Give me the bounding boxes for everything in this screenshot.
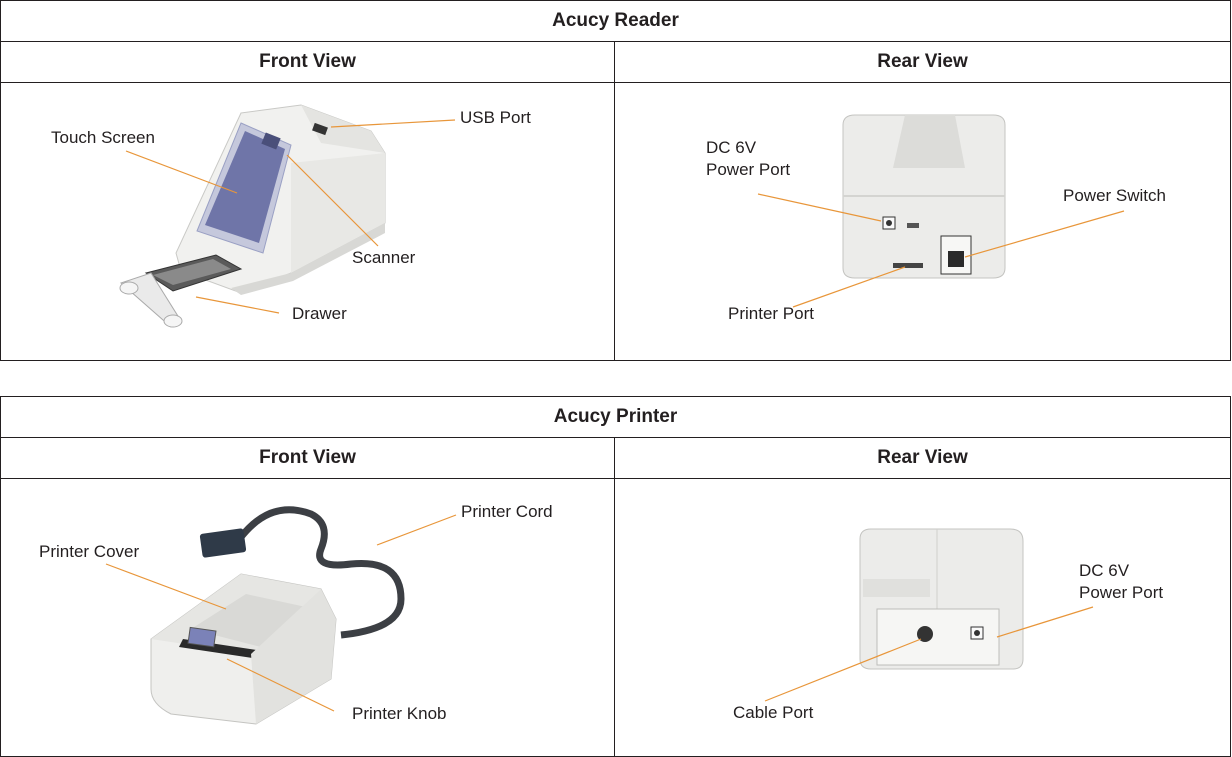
cable-port-label: Cable Port bbox=[733, 703, 814, 722]
printer-front-heading: Front View bbox=[1, 438, 615, 478]
printer-cover-label: Printer Cover bbox=[39, 542, 139, 561]
printer-rear-illustration: DC 6V Power Port Cable Port bbox=[733, 528, 1163, 722]
cable-port-leader bbox=[764, 638, 922, 702]
printer-front-panel: Printer Cord Printer Cover Printer Knob bbox=[1, 479, 615, 756]
touch-screen bbox=[205, 131, 285, 243]
touch-screen-leader bbox=[125, 150, 238, 194]
reader-dc-leader bbox=[757, 193, 882, 222]
cable-port bbox=[917, 626, 933, 642]
reader-title: Acucy Reader bbox=[1, 1, 1230, 42]
power-switch-leader bbox=[964, 210, 1125, 258]
scanner-window bbox=[261, 132, 281, 150]
printer-rear-heading: Rear View bbox=[877, 447, 968, 468]
printer-table: Acucy Printer Front View Rear View bbox=[0, 396, 1231, 757]
reader-table: Acucy Reader Front View Rear View bbox=[0, 0, 1231, 361]
printer-port-label: Printer Port bbox=[728, 304, 814, 323]
printer-dc-leader bbox=[996, 606, 1094, 638]
drawer-label: Drawer bbox=[292, 304, 347, 323]
reader-dc-label-line2: Power Port bbox=[706, 160, 790, 179]
printer-cover-leader bbox=[105, 563, 227, 610]
power-switch-label: Power Switch bbox=[1063, 186, 1166, 205]
printer-knob bbox=[187, 626, 217, 648]
scanner-leader bbox=[286, 154, 379, 247]
printer-front-illustration: Printer Cord Printer Cover Printer Knob bbox=[39, 502, 553, 725]
printer-cord-leader bbox=[376, 514, 457, 546]
printer-port-leader bbox=[792, 266, 906, 308]
reader-rear-panel: DC 6V Power Port Power Switch Printer Po… bbox=[615, 83, 1230, 360]
reader-rear-illustration: DC 6V Power Port Power Switch Printer Po… bbox=[706, 114, 1166, 323]
printer-dc-label-line2: Power Port bbox=[1079, 583, 1163, 602]
printer-title: Acucy Printer bbox=[1, 397, 1230, 438]
reader-headings: Front View Rear View bbox=[1, 42, 1230, 83]
reader-front-heading: Front View bbox=[1, 42, 615, 82]
printer-cover bbox=[191, 594, 306, 647]
usb-port-leader bbox=[330, 119, 456, 128]
drawer-leader bbox=[195, 296, 280, 314]
usb-port-label: USB Port bbox=[460, 108, 531, 127]
printer-knob-label: Printer Knob bbox=[352, 704, 447, 723]
reader-printer-port bbox=[893, 263, 923, 268]
reader-dc-label-line1: DC 6V bbox=[706, 138, 757, 157]
reader-front-panel: Touch Screen USB Port Scanner Drawer bbox=[1, 83, 615, 360]
printer-rear-panel: DC 6V Power Port Cable Port bbox=[615, 479, 1230, 756]
printer-dc-label-line1: DC 6V bbox=[1079, 561, 1130, 580]
reader-front-illustration: Touch Screen USB Port Scanner Drawer bbox=[51, 104, 531, 328]
printer-cord-label: Printer Cord bbox=[461, 502, 553, 521]
scanner-label: Scanner bbox=[352, 248, 416, 267]
usb-port bbox=[312, 122, 328, 136]
printer-headings: Front View Rear View bbox=[1, 438, 1230, 479]
reader-rear-heading: Rear View bbox=[877, 51, 968, 72]
printer-cord bbox=[238, 506, 405, 639]
printer-knob-leader bbox=[226, 658, 335, 712]
touch-screen-label: Touch Screen bbox=[51, 128, 155, 147]
